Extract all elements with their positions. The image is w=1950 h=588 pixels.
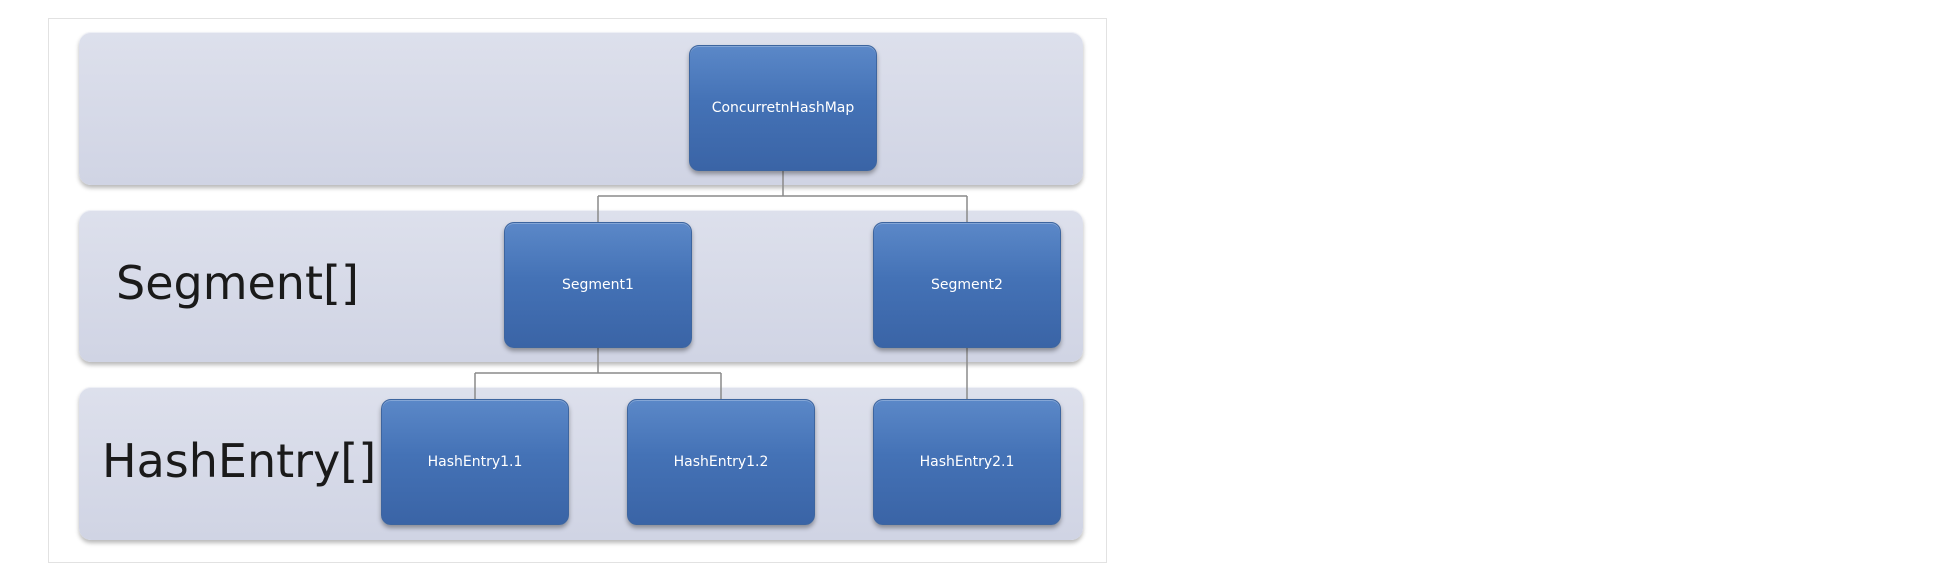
node-hashentry-1-1: HashEntry1.1 [381, 399, 569, 525]
node-concurrenthashmap: ConcurretnHashMap [689, 45, 877, 171]
node-hashentry-1-2: HashEntry1.2 [627, 399, 815, 525]
node-segment2: Segment2 [873, 222, 1061, 348]
root-level-band [79, 32, 1083, 185]
node-segment1: Segment1 [504, 222, 692, 348]
segment-level-label: Segment[] [116, 256, 359, 310]
node-hashentry-2-1: HashEntry2.1 [873, 399, 1061, 525]
hashentry-level-label: HashEntry[] [102, 434, 377, 488]
